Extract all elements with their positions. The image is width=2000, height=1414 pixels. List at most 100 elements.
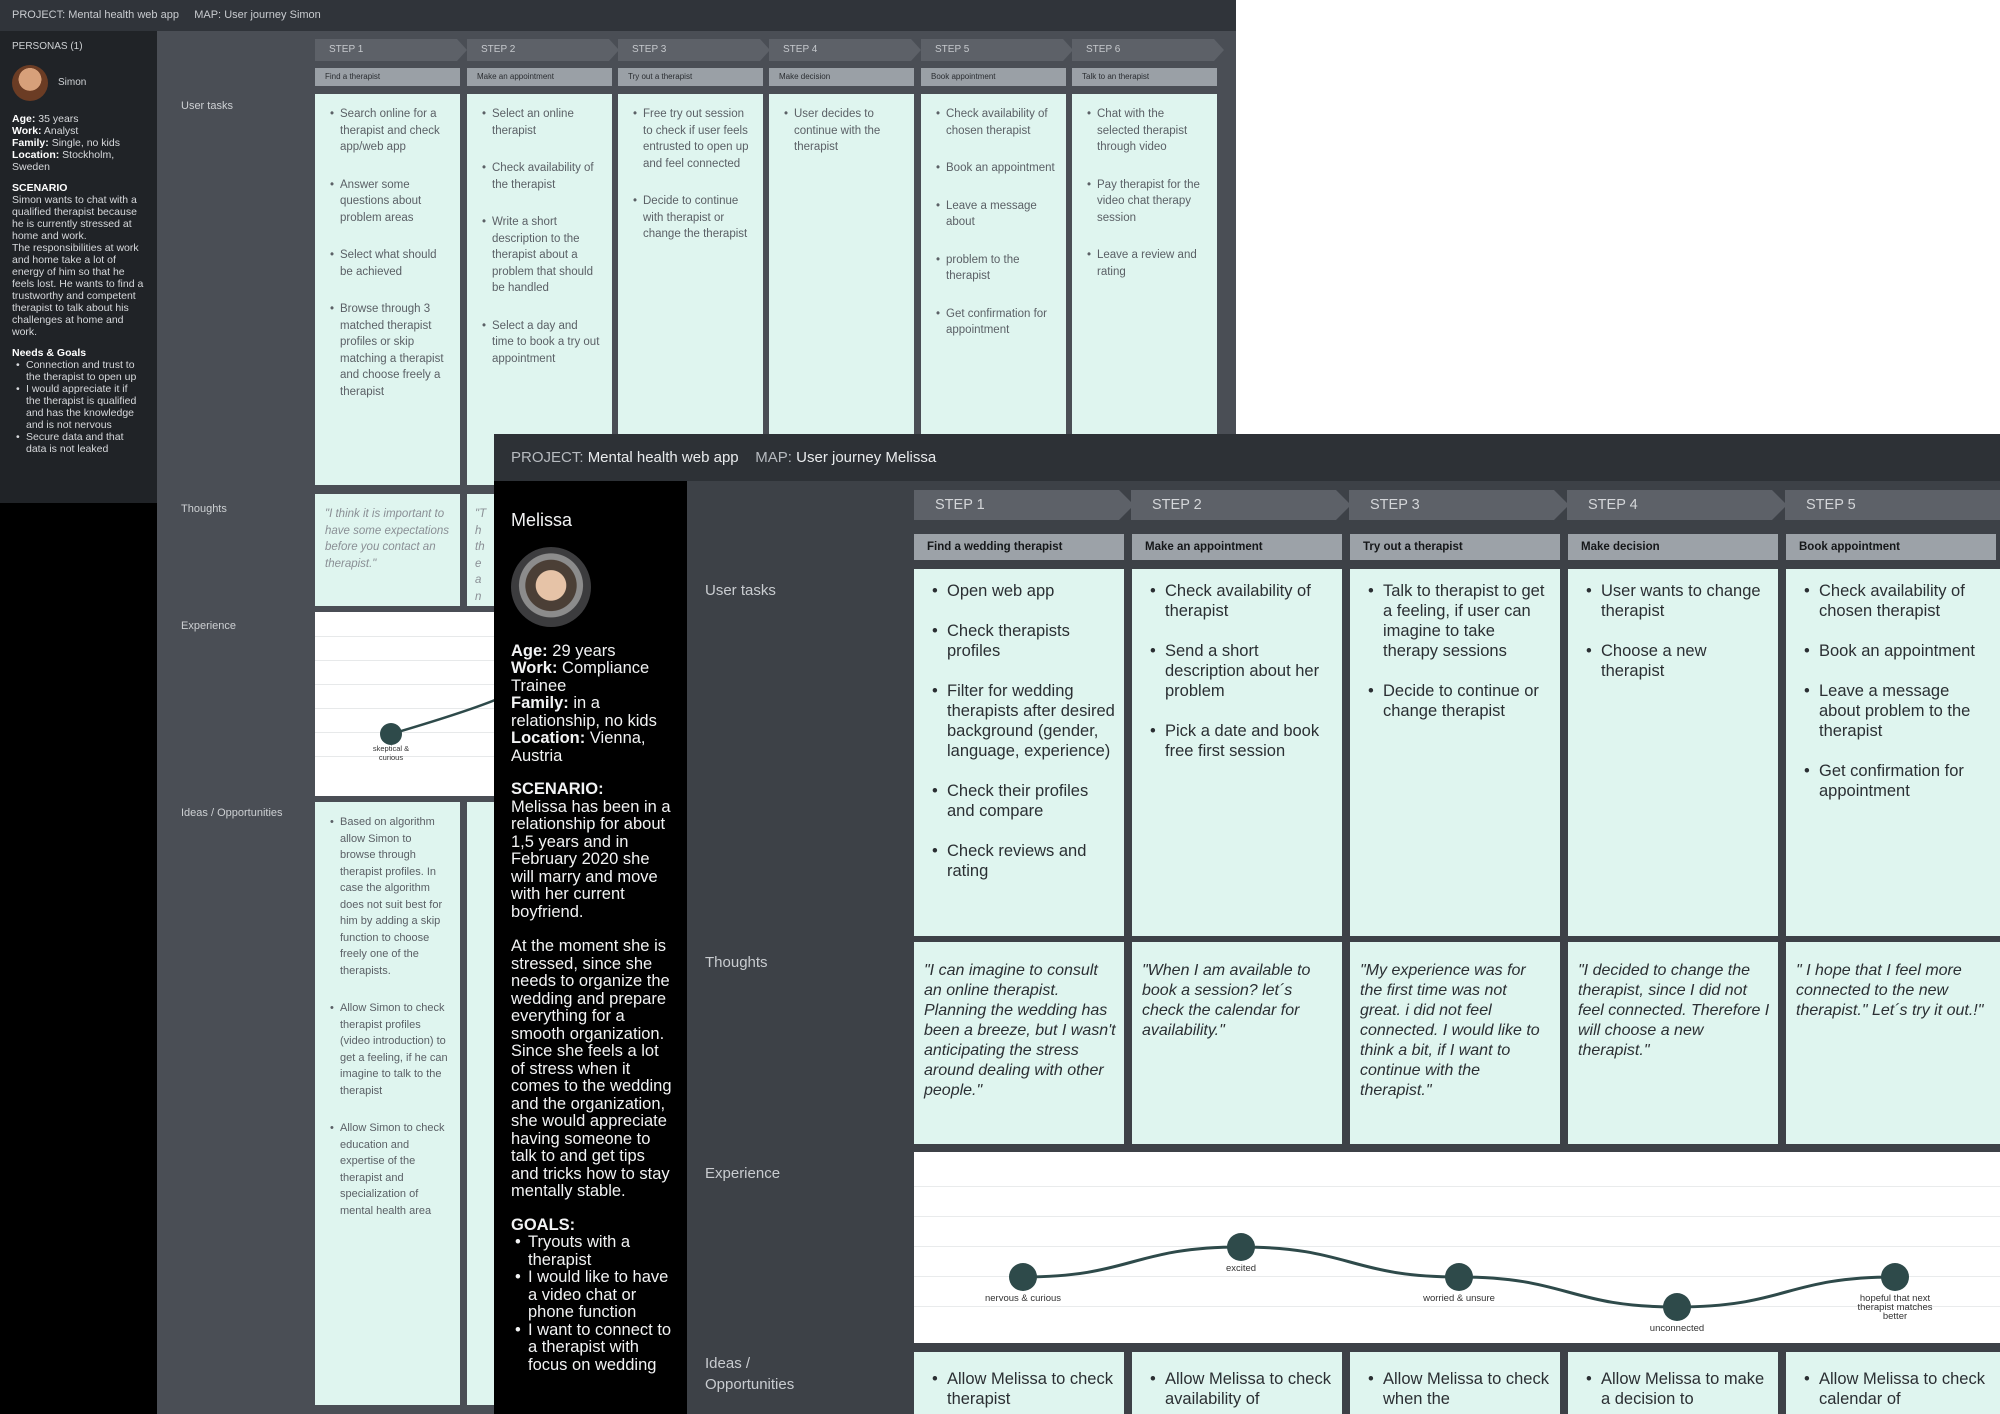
task-card[interactable]: Free try out session to check if user fe…	[618, 94, 763, 434]
step-header[interactable]: STEP 4	[1567, 490, 1787, 520]
step-header[interactable]: STEP 4	[769, 39, 921, 61]
task-card[interactable]: User wants to change therapist Choose a …	[1568, 569, 1778, 936]
list-item: Free try out session to check if user fe…	[626, 106, 753, 172]
task-card[interactable]: Chat with the selected therapist through…	[1072, 94, 1217, 434]
idea-card[interactable]: Based on algorithm allow Simon to browse…	[315, 802, 460, 1405]
phase-label[interactable]: Make an appointment	[1132, 534, 1342, 560]
thought-card[interactable]: "I think it is important to have some ex…	[315, 494, 460, 606]
phase-label[interactable]: Make decision	[769, 68, 914, 86]
list-item: Decide to continue with therapist or cha…	[626, 193, 753, 243]
list-item: I would appreciate it if the therapist i…	[12, 383, 145, 431]
thought-text: "I can imagine to consult an online ther…	[924, 962, 1116, 1099]
task-card[interactable]: Check availability of therapist Send a s…	[1132, 569, 1342, 936]
list-item: Allow Melissa to make a decision to	[1578, 1369, 1770, 1409]
persona-family: Family: Single, no kids	[12, 137, 120, 149]
task-card[interactable]: Check availability of chosen therapist B…	[921, 94, 1066, 434]
goals-title: GOALS:	[511, 1215, 576, 1234]
needs-list: Connection and trust to the therapist to…	[12, 359, 145, 455]
persona-name[interactable]: Simon	[58, 77, 87, 88]
thought-text: "I decided to change the therapist, sinc…	[1578, 962, 1770, 1059]
phase-label[interactable]: Book appointment	[1786, 534, 1996, 560]
phase-label[interactable]: Find a wedding therapist	[914, 534, 1124, 560]
idea-card[interactable]: Allow Melissa to check when the	[1350, 1352, 1560, 1414]
task-card[interactable]: Search online for a therapist and check …	[315, 94, 460, 485]
phase-label[interactable]: Make an appointment	[467, 68, 612, 86]
list-item: Filter for wedding therapists after desi…	[924, 681, 1116, 761]
persona-family: Family: in a relationship, no kids	[511, 694, 657, 730]
simon-topbar: PROJECT: Mental health web app MAP: User…	[0, 0, 1236, 31]
task-card[interactable]: User decides to continue with the therap…	[769, 94, 914, 434]
simon-persona-panel: PERSONAS (1) Simon Age: 35 years Work: A…	[0, 31, 157, 503]
simon-project-name: Mental health web app	[68, 9, 179, 21]
persona-location: Location: Vienna, Austria	[511, 729, 646, 765]
list-item: Leave a message about	[929, 198, 1056, 231]
task-card[interactable]: Check availability of chosen therapist B…	[1786, 569, 2000, 936]
step-header[interactable]: STEP 1	[315, 39, 467, 61]
phase-label[interactable]: Try out a therapist	[618, 68, 763, 86]
list-item: I would like to have a video chat or pho…	[511, 1268, 673, 1322]
list-item: Talk to therapist to get a feeling, if u…	[1360, 581, 1552, 661]
list-item: Book an appointment	[929, 160, 1056, 177]
thought-card[interactable]: " I hope that I feel more connected to t…	[1786, 942, 2000, 1144]
idea-card[interactable]: Allow Melissa to check availability of	[1132, 1352, 1342, 1414]
list-item: Check reviews and rating	[924, 841, 1116, 881]
task-card[interactable]: Talk to therapist to get a feeling, if u…	[1350, 569, 1560, 936]
list-item: Allow Simon to check therapist profiles …	[323, 1000, 450, 1099]
experience-label: hopeful that next therapist matches bett…	[1857, 1293, 1933, 1322]
experience-curve	[1009, 1233, 1909, 1321]
phase-label[interactable]: Talk to an therapist	[1072, 68, 1217, 86]
simon-map-name: User journey Simon	[224, 9, 321, 21]
list-item: problem to the therapist	[929, 252, 1056, 285]
step-header[interactable]: STEP 5	[1785, 490, 2000, 520]
thought-card[interactable]: "I decided to change the therapist, sinc…	[1568, 942, 1778, 1144]
list-item: Check availability of chosen therapist	[1796, 581, 1992, 621]
list-item: Browse through 3 matched therapist profi…	[323, 301, 450, 400]
list-item: User wants to change therapist	[1578, 581, 1770, 621]
step-header[interactable]: STEP 1	[914, 490, 1134, 520]
step-header[interactable]: STEP 6	[1072, 39, 1224, 61]
list-item: Get confirmation for appointment	[1796, 761, 1992, 801]
list-item: Leave a message about problem to the the…	[1796, 681, 1992, 741]
thought-card[interactable]: "Th the and ope	[467, 494, 497, 606]
step-header[interactable]: STEP 5	[921, 39, 1073, 61]
persona-age: Age: 35 years	[12, 113, 79, 125]
step-header[interactable]: STEP 2	[467, 39, 619, 61]
list-item: Search online for a therapist and check …	[323, 106, 450, 156]
list-item: Decide to continue or change therapist	[1360, 681, 1552, 721]
thought-card[interactable]: "My experience was for the first time wa…	[1350, 942, 1560, 1144]
experience-node	[1227, 1233, 1255, 1261]
step-header[interactable]: STEP 2	[1131, 490, 1351, 520]
scenario-title: SCENARIO	[12, 182, 68, 194]
list-item: Check availability of the therapist	[475, 160, 602, 193]
list-item: Choose a new therapist	[1578, 641, 1770, 681]
list-item: Connection and trust to the therapist to…	[12, 359, 145, 383]
phase-label[interactable]: Make decision	[1568, 534, 1778, 560]
phase-label[interactable]: Book appointment	[921, 68, 1066, 86]
idea-card[interactable]: Allow Melissa to make a decision to	[1568, 1352, 1778, 1414]
thought-card[interactable]: "When I am available to book a session? …	[1132, 942, 1342, 1144]
phase-label[interactable]: Try out a therapist	[1350, 534, 1560, 560]
list-item: Based on algorithm allow Simon to browse…	[323, 814, 450, 979]
persona-name[interactable]: Melissa	[511, 510, 573, 530]
phase-label[interactable]: Find a therapist	[315, 68, 460, 86]
list-item: Allow Melissa to check calendar of	[1796, 1369, 1992, 1409]
thought-text: "My experience was for the first time wa…	[1360, 962, 1540, 1099]
task-card[interactable]: Open web app Check therapists profiles F…	[914, 569, 1124, 936]
avatar	[12, 65, 48, 101]
idea-card[interactable]: Allow Melissa to check therapist	[914, 1352, 1124, 1414]
step-header[interactable]: STEP 3	[618, 39, 770, 61]
experience-label: unconnected	[1649, 1323, 1705, 1334]
list-item: Select an online therapist	[475, 106, 602, 139]
personas-heading[interactable]: PERSONAS (1)	[12, 41, 83, 52]
list-item: Allow Melissa to check when the	[1360, 1369, 1552, 1409]
melissa-project-label: PROJECT:	[511, 449, 584, 466]
thought-text: " I hope that I feel more connected to t…	[1796, 962, 1984, 1019]
idea-card[interactable]: Allow Melissa to check calendar of	[1786, 1352, 2000, 1414]
step-header[interactable]: STEP 3	[1349, 490, 1569, 520]
melissa-map-name: User journey Melissa	[796, 449, 937, 466]
thought-card[interactable]: "I can imagine to consult an online ther…	[914, 942, 1124, 1144]
simon-project-label: PROJECT:	[12, 9, 66, 21]
task-card[interactable]: Select an online therapist Check availab…	[467, 94, 612, 485]
experience-label: nervous & curious	[984, 1293, 1062, 1304]
idea-card[interactable]	[467, 802, 497, 1405]
